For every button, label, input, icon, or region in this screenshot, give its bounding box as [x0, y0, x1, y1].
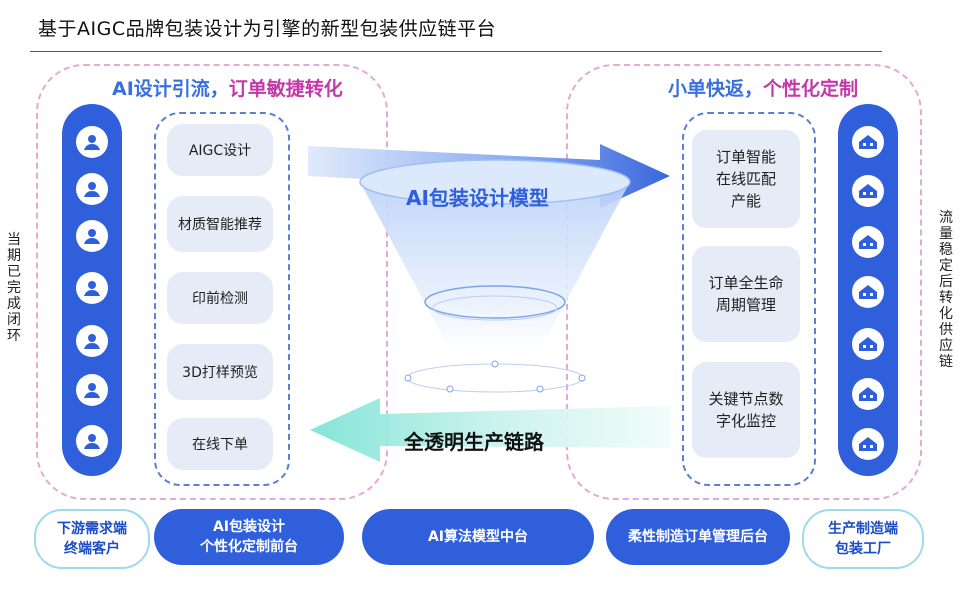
feature-card-aigc-design: AIGC设计 — [167, 124, 273, 176]
left-heading-blue: AI设计引流， — [112, 78, 229, 100]
bottom-pill-algorithm-middle: AI算法模型中台 — [362, 509, 594, 565]
feature-card-prepress-check: 印前检测 — [167, 272, 273, 324]
supply-features-frame — [682, 112, 816, 486]
right-heading-pink: 个性化定制 — [763, 78, 859, 100]
left-vertical-label: 当期已完成闭环 — [7, 232, 21, 344]
bottom-pill-manufacturing-backend: 柔性制造订单管理后台 — [606, 509, 790, 565]
user-icon — [76, 272, 108, 304]
bottom-pill-downstream-customer: 下游需求端 终端客户 — [34, 509, 150, 569]
user-icon — [76, 374, 108, 406]
feature-card-lifecycle-management: 订单全生命 周期管理 — [692, 246, 800, 342]
factory-icon — [852, 378, 884, 410]
right-vertical-label: 流量稳定后转化供应链 — [939, 210, 953, 370]
feature-card-3d-preview: 3D打样预览 — [167, 344, 273, 400]
bottom-pill-design-frontend: AI包装设计 个性化定制前台 — [154, 509, 344, 565]
factory-icon — [852, 126, 884, 158]
funnel-bottom-ring — [406, 363, 584, 393]
page-title: 基于AIGC品牌包装设计为引擎的新型包装供应链平台 — [38, 18, 497, 40]
left-section-frame — [36, 64, 388, 500]
customer-icon-column — [62, 104, 122, 476]
feature-card-material-recommend: 材质智能推荐 — [167, 196, 273, 252]
feature-card-capacity-matching: 订单智能 在线匹配 产能 — [692, 130, 800, 228]
title-underline — [30, 51, 882, 52]
factory-icon — [852, 276, 884, 308]
center-funnel-graphic — [308, 144, 670, 462]
center-model-label: AI包装设计模型 — [406, 186, 549, 210]
feature-card-online-order: 在线下单 — [167, 418, 273, 470]
user-icon — [76, 325, 108, 357]
bottom-flow-arrow — [310, 398, 670, 462]
feature-card-node-monitoring: 关键节点数 字化监控 — [692, 362, 800, 458]
user-icon — [76, 425, 108, 457]
funnel-body — [360, 182, 630, 350]
left-heading-pink: 订单敏捷转化 — [228, 78, 343, 100]
factory-icon — [852, 428, 884, 460]
user-icon — [76, 220, 108, 252]
user-icon — [76, 126, 108, 158]
funnel-top-ring — [359, 159, 631, 205]
user-icon — [76, 173, 108, 205]
right-section-heading: 小单快返，个性化定制 — [668, 74, 858, 101]
funnel-mid-ring-2 — [432, 295, 558, 321]
center-chain-label: 全透明生产链路 — [404, 430, 544, 454]
design-features-frame — [154, 112, 290, 486]
factory-icon — [852, 328, 884, 360]
left-section-heading: AI设计引流，订单敏捷转化 — [112, 74, 343, 101]
factory-icon — [852, 226, 884, 258]
bottom-pill-packaging-factory: 生产制造端 包装工厂 — [802, 509, 924, 569]
factory-icon-column — [838, 104, 898, 476]
factory-icon — [852, 175, 884, 207]
right-heading-blue: 小单快返， — [668, 78, 764, 100]
funnel-mid-ring — [424, 285, 566, 319]
